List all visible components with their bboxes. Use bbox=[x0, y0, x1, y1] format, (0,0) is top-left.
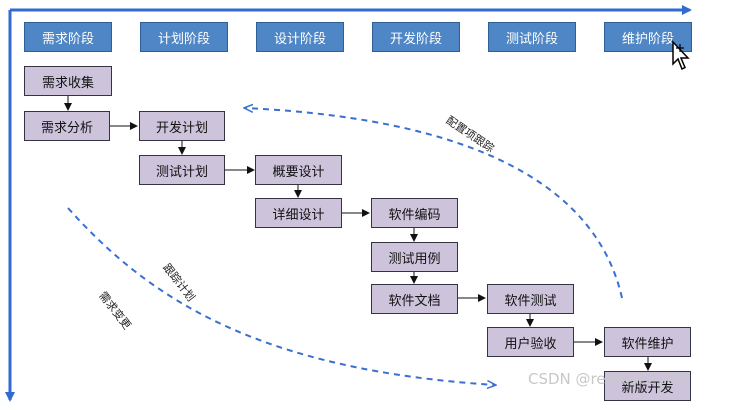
task-software-testing: 软件测试 bbox=[487, 284, 574, 314]
task-user-acceptance: 用户验收 bbox=[487, 327, 574, 357]
task-software-documentation: 软件文档 bbox=[371, 284, 458, 314]
task-test-plan: 测试计划 bbox=[139, 155, 225, 185]
move-cursor-icon bbox=[672, 40, 690, 71]
phase-testing: 测试阶段 bbox=[488, 22, 576, 52]
phase-development: 开发阶段 bbox=[372, 22, 460, 52]
task-requirement-analysis: 需求分析 bbox=[24, 111, 110, 141]
flow-connectors bbox=[64, 96, 652, 371]
task-development-plan: 开发计划 bbox=[139, 111, 225, 141]
config-tracking-dashed-arrow bbox=[245, 108, 623, 299]
task-test-cases: 测试用例 bbox=[371, 242, 458, 272]
task-new-development: 新版开发 bbox=[604, 371, 691, 401]
task-software-coding: 软件编码 bbox=[371, 198, 458, 228]
task-outline-design: 概要设计 bbox=[255, 155, 342, 185]
phase-planning: 计划阶段 bbox=[140, 22, 228, 52]
requirement-change-dashed-arrow bbox=[67, 207, 495, 385]
task-requirement-collection: 需求收集 bbox=[24, 66, 112, 96]
task-software-maintenance: 软件维护 bbox=[604, 327, 691, 357]
task-detail-design: 详细设计 bbox=[255, 198, 342, 228]
phase-design: 设计阶段 bbox=[256, 22, 344, 52]
phase-requirements: 需求阶段 bbox=[24, 22, 112, 52]
csdn-watermark: CSDN @redrose2100 bbox=[528, 370, 686, 388]
